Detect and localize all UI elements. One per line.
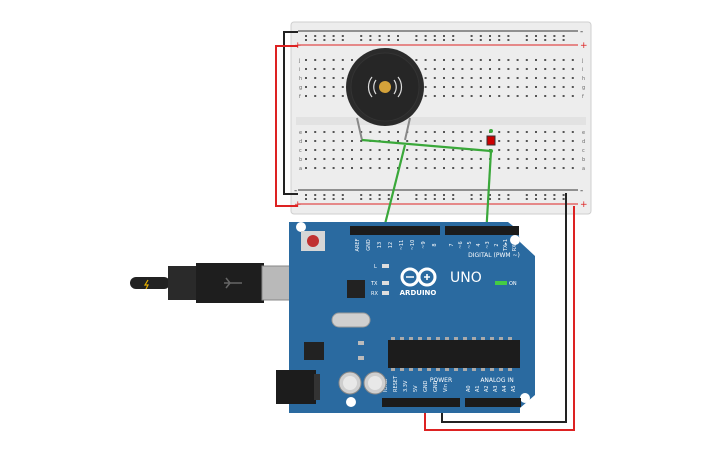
power-header[interactable] bbox=[382, 398, 460, 407]
digital-pin-label: 12 bbox=[388, 242, 394, 248]
row-letter: b bbox=[299, 157, 302, 163]
row-letter: h bbox=[299, 76, 302, 82]
analog-pin-label: A5 bbox=[511, 385, 517, 392]
crystal bbox=[331, 312, 371, 328]
digital-header-2[interactable] bbox=[445, 226, 519, 235]
pin-labels: AREFGND1312~11~10~987~6~54~32TX▸1RX◂0IOR… bbox=[355, 238, 518, 392]
analog-pin-label: A1 bbox=[475, 385, 481, 392]
rail-neg-top: - bbox=[580, 27, 583, 37]
arduino-logo bbox=[400, 267, 437, 287]
buzzer-center bbox=[379, 81, 391, 93]
row-letter: e bbox=[582, 130, 585, 136]
row-letter: e bbox=[299, 130, 302, 136]
digital-pin-label: AREF bbox=[355, 238, 361, 251]
rail-pos-top: + bbox=[580, 41, 588, 51]
analog-header[interactable] bbox=[465, 398, 521, 407]
power-pin-label: GND bbox=[423, 380, 429, 392]
power-pin-label: 5V bbox=[413, 385, 419, 392]
rx-label: RX bbox=[371, 291, 378, 297]
row-letter: a bbox=[299, 166, 302, 172]
row-letter: d bbox=[582, 139, 585, 145]
red-wire-rail[interactable] bbox=[275, 45, 298, 207]
row-letter: g bbox=[299, 85, 302, 91]
analog-pin-label: A2 bbox=[484, 385, 490, 392]
digital-pin-label: RX◂0 bbox=[512, 239, 518, 252]
piezo-buzzer[interactable] bbox=[346, 48, 424, 141]
power-jack[interactable] bbox=[276, 370, 316, 404]
digital-pin-label: 7 bbox=[449, 243, 455, 246]
row-letter: f bbox=[299, 94, 301, 100]
tx-label: TX bbox=[370, 281, 378, 287]
green-wire-pin[interactable] bbox=[484, 150, 493, 237]
row-letter: b bbox=[582, 157, 585, 163]
row-letter: i bbox=[299, 67, 300, 73]
digital-pin-label: ~6 bbox=[458, 241, 464, 248]
row-letter: h bbox=[582, 76, 585, 82]
power-pin-label: RESET bbox=[393, 375, 399, 392]
digital-pin-label: 8 bbox=[432, 243, 438, 246]
digital-label: DIGITAL (PWM ~) bbox=[468, 252, 520, 259]
digital-pin-label: TX▸1 bbox=[503, 239, 509, 252]
row-letter: g bbox=[582, 85, 585, 91]
tx-led bbox=[382, 281, 389, 285]
power-label: POWER bbox=[430, 377, 452, 384]
logo-text: ARDUINO bbox=[400, 289, 437, 297]
analog-pin-label: A4 bbox=[502, 385, 508, 392]
row-letter: c bbox=[582, 148, 585, 154]
row-letter: d bbox=[299, 139, 302, 145]
rail-pos-bottom: + bbox=[580, 200, 588, 210]
model-label: UNO bbox=[450, 270, 482, 286]
green-wire-buzzer[interactable] bbox=[361, 138, 492, 153]
digital-pin-label: ~11 bbox=[399, 240, 405, 251]
power-pin-label: GND bbox=[433, 380, 439, 392]
rail-neg-bottom-left: - bbox=[294, 186, 297, 196]
on-label: ON bbox=[509, 281, 517, 287]
rail-neg-bottom: - bbox=[580, 186, 583, 196]
digital-pin-label: ~5 bbox=[467, 241, 473, 248]
l-label: L bbox=[374, 264, 377, 270]
green-wire-gnd[interactable] bbox=[380, 144, 407, 237]
row-letter: i bbox=[582, 67, 583, 73]
usb-chip bbox=[347, 280, 365, 298]
l-led bbox=[382, 264, 389, 268]
breadboard-holes bbox=[305, 35, 574, 200]
on-led bbox=[495, 281, 507, 285]
atmega-chip bbox=[388, 340, 520, 368]
arduino-uno[interactable]: AREFGND1312~11~10~987~6~54~32TX▸1RX◂0IOR… bbox=[276, 222, 535, 413]
digital-header-1[interactable] bbox=[350, 226, 440, 235]
analog-pin-label: A3 bbox=[493, 385, 499, 392]
red-wire-5v[interactable] bbox=[424, 206, 575, 431]
analog-pin-label: A0 bbox=[466, 385, 472, 392]
black-wire-rail[interactable] bbox=[283, 31, 298, 195]
digital-pin-label: 2 bbox=[494, 243, 500, 246]
power-pin-label: Vin bbox=[443, 384, 449, 392]
row-letter: c bbox=[299, 148, 302, 154]
row-letter: f bbox=[582, 94, 584, 100]
rx-led bbox=[382, 291, 389, 295]
row-letter: j bbox=[581, 58, 583, 64]
digital-pin-label: ~3 bbox=[485, 241, 491, 248]
reset-button[interactable] bbox=[307, 235, 319, 247]
digital-pin-label: 4 bbox=[476, 243, 482, 246]
analog-label: ANALOG IN bbox=[480, 377, 513, 384]
power-pin-label: 3.3V bbox=[403, 380, 409, 392]
digital-pin-label: 13 bbox=[377, 242, 383, 248]
voltage-regulator bbox=[304, 342, 324, 360]
row-letter: j bbox=[298, 58, 300, 64]
digital-pin-label: ~9 bbox=[421, 241, 427, 248]
digital-pin-label: GND bbox=[366, 239, 372, 251]
row-letter: a bbox=[582, 166, 585, 172]
digital-pin-label: ~10 bbox=[410, 240, 416, 251]
